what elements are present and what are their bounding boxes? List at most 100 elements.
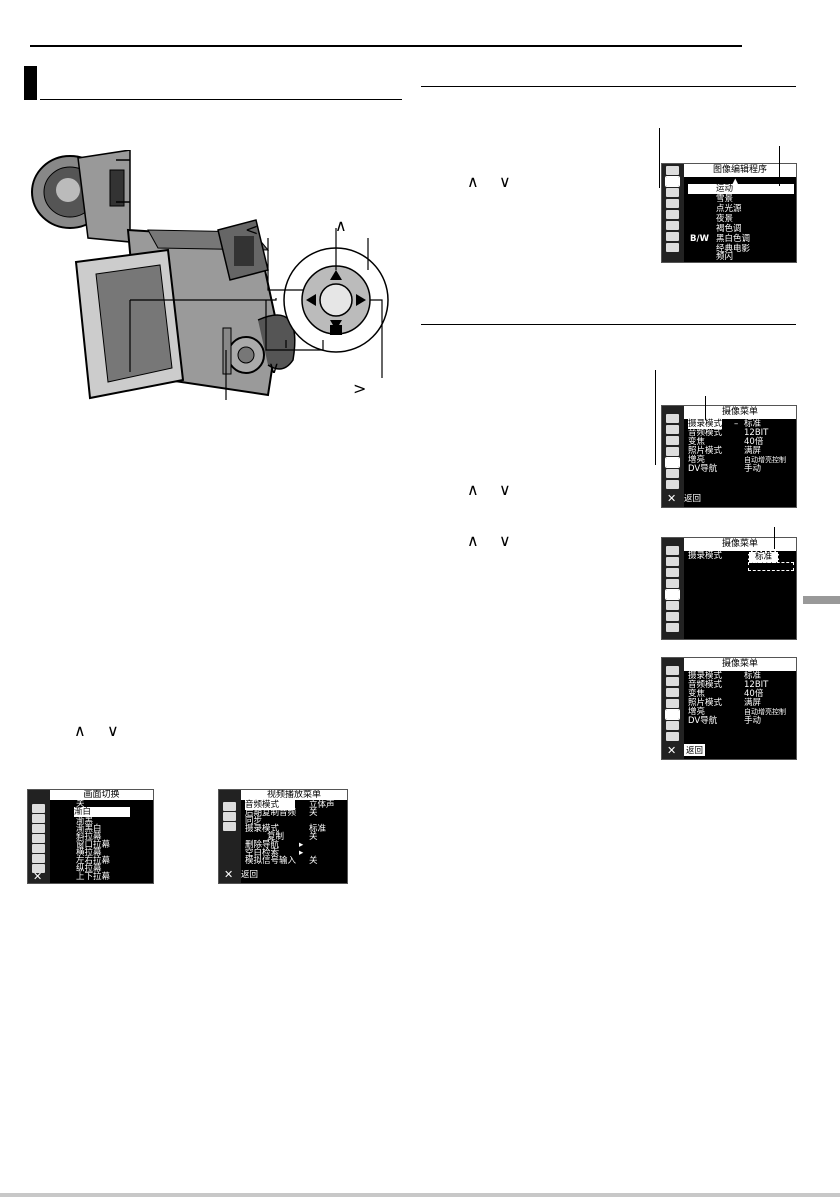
wipe-item-9[interactable]: 上下拉幕 [76, 872, 111, 882]
wipe-item-0[interactable]: 关 [76, 799, 85, 809]
pb-row-0-label[interactable]: 音频模式 [245, 800, 295, 810]
scene-menu-screen: 图像编辑程序 ▲ 运动 雪景 点光源 夜景 褐色调 B/W 黑白色调 经典电影 … [661, 163, 797, 263]
cam3-row-1-value: 12BIT [744, 680, 769, 690]
step-up-chevron-2: ∧ [467, 480, 479, 499]
cam3-row-5-label[interactable]: DV导航 [688, 716, 718, 726]
down-chevron-label: ∨ [268, 358, 280, 377]
left-section-rule [40, 99, 402, 100]
cam1-row-0-prefix: – [734, 419, 739, 429]
cam1-row-5-value: 手动 [744, 464, 762, 474]
camera-menu-screen-2: 摄像菜单 摄录模式 标准 [661, 537, 797, 640]
up-chevron-label: ∧ [335, 216, 347, 235]
pb-row-6-label[interactable]: 空白检索 [245, 848, 280, 858]
wipe-menu-title: 画面切换 [50, 790, 153, 800]
page-footer [0, 1193, 840, 1197]
close-icon[interactable]: ✕ [667, 492, 677, 505]
scene-item-4[interactable]: 褐色调 [716, 224, 742, 234]
cam3-row-2-value: 40倍 [744, 689, 764, 699]
step-up-chevron-1: ∧ [467, 172, 479, 191]
pb-row-4-label[interactable]: 复制 [267, 832, 285, 842]
cam2-row-0-label[interactable]: 摄录模式 [688, 551, 723, 561]
right-chevron-label: > [353, 379, 367, 398]
wipe-item-8[interactable]: 纵拉幕 [76, 864, 102, 874]
cam1-row-4-label[interactable]: 增亮 [688, 455, 706, 465]
camera-menu-title-2: 摄像菜单 [684, 538, 796, 551]
cam1-row-4-value: 自动增亮控制 [744, 456, 786, 464]
wipe-item-5[interactable]: 窗口拉幕 [76, 840, 111, 850]
wipe-item-4[interactable]: 斜拉幕 [76, 832, 102, 842]
cam3-row-4-label[interactable]: 增亮 [688, 707, 706, 717]
cam1-row-0-label[interactable]: 摄录模式 [688, 419, 723, 429]
pb-row-0-value: 立体声 [309, 800, 335, 810]
pb-row-3-label[interactable]: 摄录模式 [245, 824, 280, 834]
cam3-row-1-label[interactable]: 音频模式 [688, 680, 723, 690]
wipe-item-2[interactable]: 渐黑 [76, 816, 94, 826]
bw-icon: B/W [690, 234, 709, 244]
pb-row-4-value: 关 [309, 832, 318, 842]
scene-item-0[interactable]: 运动 [688, 184, 794, 194]
cam3-row-3-label[interactable]: 照片模式 [688, 698, 723, 708]
cam3-row-0-label[interactable]: 摄录模式 [688, 671, 723, 681]
wipe-item-1[interactable]: 渐白 [74, 807, 130, 817]
submenu-options-box [748, 562, 794, 571]
playback-menu-title: 视频播放菜单 [241, 790, 347, 800]
side-tab [803, 596, 840, 604]
back-label[interactable]: 返回 [241, 870, 259, 880]
scene-item-2[interactable]: 点光源 [716, 204, 742, 214]
pb-row-7-label[interactable]: 模拟信号输入 [245, 856, 297, 866]
close-icon[interactable]: ✕ [33, 870, 43, 883]
cam3-row-5-value: 手动 [744, 716, 762, 726]
section-marker [24, 66, 37, 100]
scene-item-6[interactable]: 经典电影 [716, 244, 751, 254]
wipe-item-3[interactable]: 渐黑白 [76, 824, 102, 834]
close-icon[interactable]: ✕ [224, 868, 234, 881]
cam1-row-3-value: 满屏 [744, 446, 762, 456]
step-down-chevron-3: ∨ [499, 531, 511, 550]
step-down-chevron-2: ∨ [499, 480, 511, 499]
pb-row-3-value: 标准 [309, 824, 327, 834]
pb-row-1-value: 关 [309, 808, 318, 818]
scene-item-5[interactable]: 黑白色调 [716, 234, 751, 244]
cam1-row-2-label[interactable]: 变焦 [688, 437, 706, 447]
wipe-item-6[interactable]: 横拉幕 [76, 848, 102, 858]
cam1-row-0-value: 标准 [744, 419, 762, 429]
camera-callout-2 [705, 396, 706, 420]
pb-row-1-label[interactable]: 后期复制音频 [245, 808, 297, 818]
cam1-row-1-label[interactable]: 音频模式 [688, 428, 723, 438]
step-down-chevron-4: ∨ [107, 721, 119, 740]
camera-menu-title-1: 摄像菜单 [684, 406, 796, 419]
wipe-menu-screen: 画面切换 关 渐白 渐黑 渐黑白 斜拉幕 窗口拉幕 横拉幕 左右拉幕 纵拉幕 上… [27, 789, 154, 884]
cam3-row-0-value: 标准 [744, 671, 762, 681]
playback-menu-screen: 视频播放菜单 音频模式 立体声 后期复制音频 关 同步 摄录模式 标准 复制 关… [218, 789, 348, 884]
camera-callout-1 [655, 370, 656, 465]
scene-item-7[interactable]: 频闪 [716, 252, 734, 262]
cam3-row-2-label[interactable]: 变焦 [688, 689, 706, 699]
camera-callout-3 [774, 527, 775, 549]
step-up-chevron-4: ∧ [74, 721, 86, 740]
pb-row-5-label[interactable]: 删除导航 [245, 840, 280, 850]
pb-row-7-value: 关 [309, 856, 318, 866]
scene-item-3[interactable]: 夜景 [716, 214, 734, 224]
pb-row-6-value: ▸ [299, 848, 304, 858]
pb-row-5-value: ▸ [299, 840, 304, 850]
scene-item-1[interactable]: 雪景 [716, 194, 734, 204]
wipe-item-7[interactable]: 左右拉幕 [76, 856, 111, 866]
pb-row-2-label[interactable]: 同步 [245, 816, 263, 826]
cam3-row-3-value: 满屏 [744, 698, 762, 708]
left-chevron-label: < [245, 220, 259, 239]
cam1-row-2-value: 40倍 [744, 437, 764, 447]
scene-menu-title: 图像编辑程序 [684, 164, 796, 177]
back-label[interactable]: 返回 [684, 744, 706, 756]
cam1-row-3-label[interactable]: 照片模式 [688, 446, 723, 456]
camcorder-illustration [31, 150, 389, 400]
close-icon[interactable]: ✕ [667, 744, 677, 757]
back-label[interactable]: 返回 [684, 494, 702, 504]
camera-menu-title-3: 摄像菜单 [684, 658, 796, 671]
step-up-chevron-3: ∧ [467, 531, 479, 550]
cam3-row-4-value: 自动增亮控制 [744, 708, 786, 716]
right-section-rule-1 [421, 86, 796, 87]
scene-callout-1 [659, 128, 660, 188]
camera-menu-screen-1: 摄像菜单 摄录模式 – 标准 音频模式 12BIT 变焦 40倍 照片模式 满屏… [661, 405, 797, 508]
camera-menu-screen-3: 摄像菜单 摄录模式 标准 音频模式 12BIT 变焦 40倍 照片模式 满屏 增… [661, 657, 797, 760]
cam1-row-5-label[interactable]: DV导航 [688, 464, 718, 474]
